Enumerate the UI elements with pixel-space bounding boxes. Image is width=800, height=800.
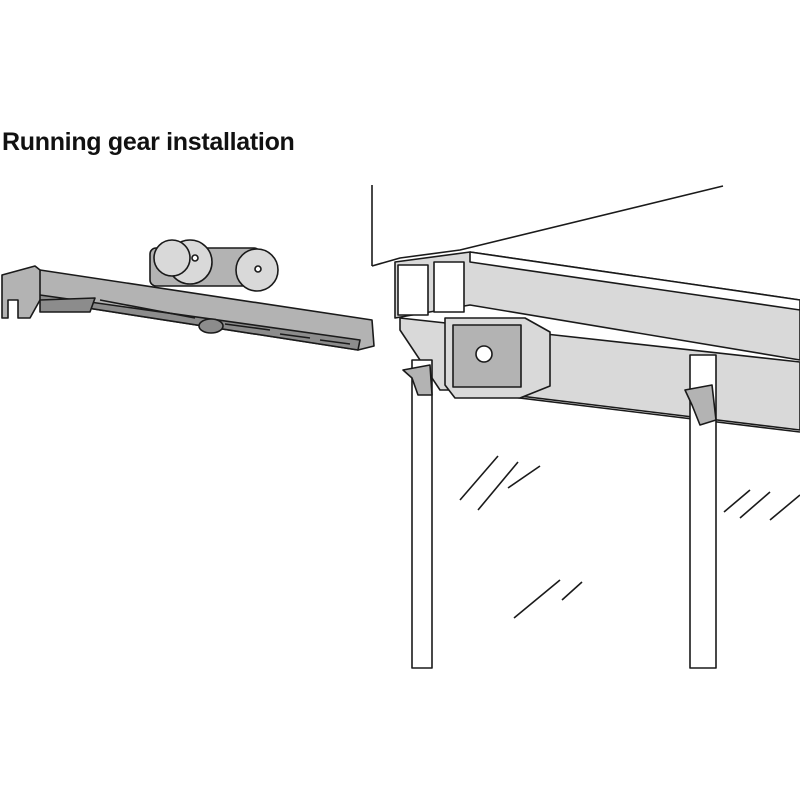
running-gear-rail	[1, 265, 375, 351]
ceiling-track-assembly	[371, 185, 800, 433]
glass-panel	[402, 354, 800, 669]
diagram-title: Running gear installation	[2, 128, 295, 156]
guide-clip	[444, 317, 551, 399]
roller-carriage	[149, 239, 279, 292]
